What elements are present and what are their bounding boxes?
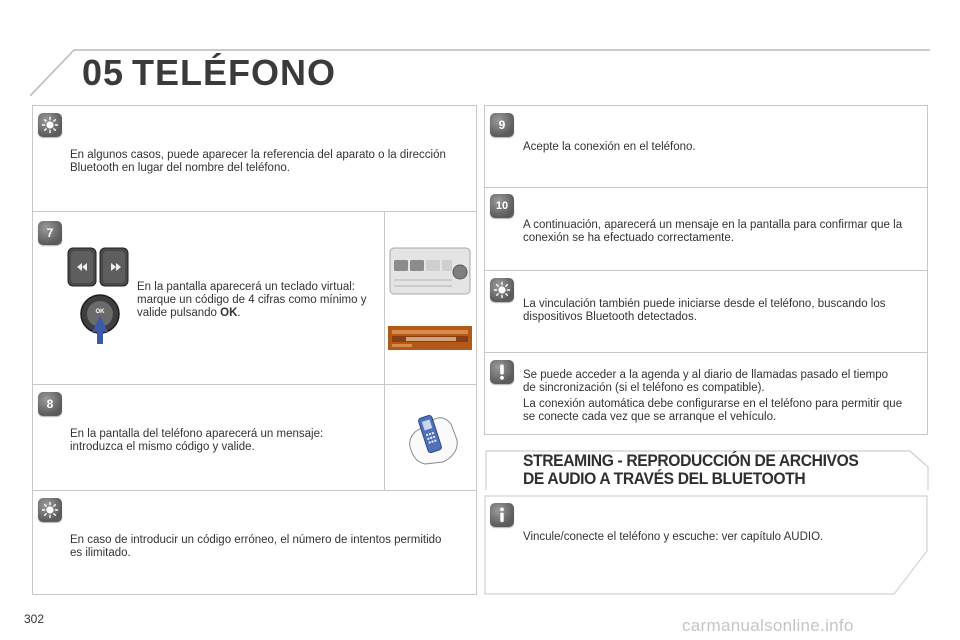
lightbulb-icon <box>41 501 59 519</box>
tip-badge-3 <box>490 278 514 302</box>
streaming-info-frame <box>484 495 928 595</box>
right-divider-3 <box>484 352 928 353</box>
step-10-text: A continuación, aparecerá un mensaje en … <box>523 219 903 244</box>
exclamation-icon <box>500 364 504 380</box>
streaming-title-line-1: STREAMING - REPRODUCCIÓN DE ARCHIVOS <box>523 451 859 470</box>
right-divider-1 <box>484 187 928 188</box>
step-9-text: Acepte la conexión en el teléfono. <box>523 141 696 153</box>
watermark: carmanualsonline.info <box>682 616 854 635</box>
right-divider-2 <box>484 270 928 271</box>
step-badge-10: 10 <box>490 194 514 218</box>
step-8-text: En la pantalla del teléfono aparecerá un… <box>70 428 324 453</box>
step-7-text-end: . <box>237 307 241 319</box>
step-badge-7: 7 <box>38 221 62 245</box>
left-panel <box>32 105 477 595</box>
info-icon <box>500 507 504 522</box>
warning-text-2: La conexión automática debe configurarse… <box>523 398 903 423</box>
step-badge-9: 9 <box>490 113 514 137</box>
streaming-info-text: Vincule/conecte el teléfono y escuche: v… <box>523 531 824 543</box>
ok-label: OK <box>220 307 238 319</box>
step-badge-8: 8 <box>38 392 62 416</box>
left-divider-3 <box>32 490 477 491</box>
chapter-number: 05 <box>82 52 125 93</box>
tip-text-3: La vinculación también puede iniciarse d… <box>523 298 886 323</box>
warning-badge <box>490 360 514 384</box>
streaming-title: STREAMING - REPRODUCCIÓN DE ARCHIVOS DE … <box>523 451 859 488</box>
left-divider-1 <box>32 211 477 212</box>
chapter-title: TELÉFONO <box>132 52 336 93</box>
lightbulb-icon <box>493 281 511 299</box>
ok-button-glyph: OK <box>95 309 105 315</box>
info-badge <box>490 503 514 527</box>
tip-badge-1 <box>38 113 62 137</box>
step-7-text-main: En la pantalla aparecerá un teclado virt… <box>137 281 367 319</box>
streaming-title-frame <box>485 450 929 490</box>
tip-badge-2 <box>38 498 62 522</box>
page-number: 302 <box>24 612 45 626</box>
left-image-divider <box>384 211 385 490</box>
header-frame <box>30 49 930 97</box>
tip-text-2: En caso de introducir un código erróneo,… <box>70 534 442 559</box>
tip-text-1: En algunos casos, puede aparecer la refe… <box>70 149 446 174</box>
left-divider-2 <box>32 384 477 385</box>
streaming-title-line-2: DE AUDIO A TRAVÉS DEL BLUETOOTH <box>523 469 806 488</box>
phone-in-hand-illustration <box>409 414 458 465</box>
radio-panel-illustration <box>389 247 471 295</box>
lightbulb-icon <box>41 116 59 134</box>
seek-buttons-illustration <box>67 247 129 287</box>
warning-text-1: Se puede acceder a la agenda y al diario… <box>523 369 889 394</box>
step-7-text: En la pantalla aparecerá un teclado virt… <box>137 281 377 320</box>
screen-keypad-illustration <box>388 326 472 350</box>
ok-knob-illustration <box>80 294 120 344</box>
